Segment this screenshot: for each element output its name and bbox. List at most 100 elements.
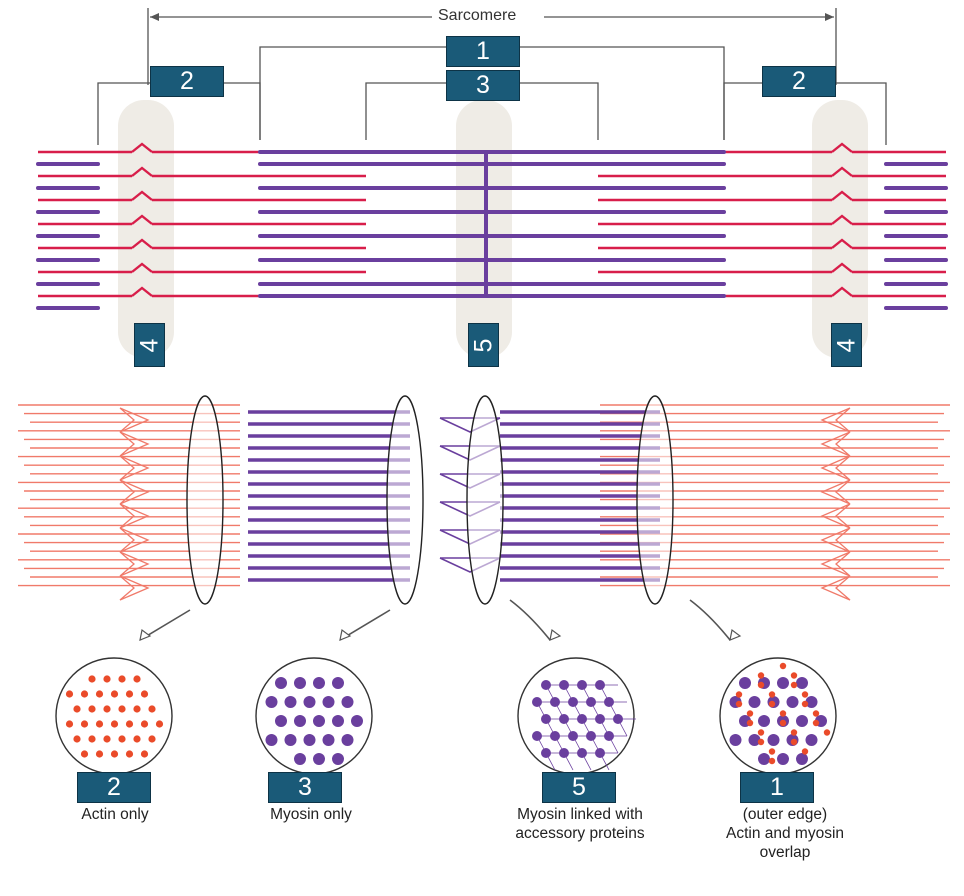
myosin-dot <box>796 753 808 765</box>
myosin-dot <box>604 731 614 741</box>
myosin-dot <box>541 748 551 758</box>
section-badge-myosin-only: 3 <box>268 772 342 803</box>
z-disc-zigzag <box>131 166 153 177</box>
actin-dot <box>140 720 149 728</box>
h-zone-bracket-left <box>365 82 446 140</box>
myosin-dot <box>748 734 761 746</box>
section-badge-actin-only: 2 <box>77 772 151 803</box>
z-disc-zigzag <box>831 214 853 225</box>
i-band-right-bracket-b <box>836 82 887 145</box>
cross-section-arrows <box>139 599 742 641</box>
z-lattice-right <box>820 479 851 505</box>
actin-dot <box>80 690 89 698</box>
myosin-dot <box>541 714 551 724</box>
myosin-dot <box>786 696 799 708</box>
actin-dot <box>110 720 119 728</box>
myosin-dot <box>586 697 596 707</box>
z-disc-zigzag <box>131 190 153 201</box>
actin-dot <box>735 691 743 698</box>
myosin-dot <box>796 715 808 727</box>
myosin-dot <box>294 753 306 765</box>
label-i-band-right: 2 <box>762 66 836 97</box>
z-disc-zigzag <box>131 262 153 273</box>
caption-line: Myosin linked with <box>517 806 643 823</box>
myosin-dot <box>322 696 335 708</box>
h-zone-bracket-right <box>520 82 599 140</box>
z-disc-zigzag <box>831 262 853 273</box>
z-lattice-left <box>119 431 150 457</box>
actin-dot <box>95 690 104 698</box>
z-lattice-right <box>820 527 851 553</box>
z-lattice-left <box>119 575 150 601</box>
cross-section-circles <box>55 657 837 775</box>
myosin-dot <box>351 715 363 727</box>
cut-plane <box>636 395 674 605</box>
section-arrowhead <box>339 628 352 641</box>
actin-dot <box>746 710 754 717</box>
cross-section-cut-planes <box>186 395 674 605</box>
myosin-dot <box>586 731 596 741</box>
myosin-dot <box>265 734 278 746</box>
z-lattice-right <box>820 551 851 577</box>
caption-line: accessory proteins <box>515 825 645 842</box>
actin-dot <box>73 705 81 713</box>
myosin-dot <box>265 696 278 708</box>
myosin-dot <box>559 748 569 758</box>
myosin-dot <box>604 697 614 707</box>
myosin-dot <box>294 677 306 689</box>
z-lattice-left <box>119 455 150 481</box>
myosin-dot <box>332 753 344 765</box>
actin-dot <box>88 735 96 743</box>
actin-dot <box>790 681 798 689</box>
label-i-band-left: 2 <box>150 66 224 97</box>
actin-dot <box>148 735 156 743</box>
myosin-dot <box>313 715 325 727</box>
actin-dot <box>790 729 798 736</box>
myosin-dot <box>559 680 569 690</box>
actin-dot <box>768 700 776 708</box>
section-arrow <box>509 599 551 641</box>
band-shade <box>812 100 868 358</box>
actin-dot <box>801 700 809 708</box>
label-a-band: 1 <box>446 36 520 67</box>
section-arrowhead <box>729 628 742 641</box>
myosin-dot <box>332 677 344 689</box>
section-badge-overlap: 1 <box>740 772 814 803</box>
z-lattice-left <box>119 527 150 553</box>
z-lattice-right <box>820 407 851 433</box>
actin-dot <box>103 735 111 743</box>
caption-myosin-only: Myosin only <box>236 805 386 824</box>
actin-dot <box>133 705 141 713</box>
label-z-disc-right-text: 4 <box>832 338 860 352</box>
myosin-dot <box>332 715 344 727</box>
actin-dot <box>140 750 149 758</box>
actin-dot <box>133 675 141 683</box>
z-disc-zigzag <box>831 190 853 201</box>
actin-dot <box>735 700 743 708</box>
myosin-dot <box>577 680 587 690</box>
actin-dot <box>155 720 164 728</box>
myosin-dot <box>284 696 297 708</box>
section-arrowhead <box>549 628 562 641</box>
actin-dot <box>746 719 754 727</box>
z-disc-zigzag <box>831 286 853 297</box>
actin-dot <box>779 719 787 727</box>
z-disc-shading <box>118 100 868 358</box>
actin-dot <box>801 691 809 698</box>
actin-dot <box>73 735 81 743</box>
myosin-dot <box>550 731 560 741</box>
myosin-dot <box>777 753 789 765</box>
actin-dot <box>95 720 104 728</box>
actin-dot <box>148 705 156 713</box>
label-m-line: 5 <box>468 323 499 367</box>
actin-dot <box>125 690 134 698</box>
myosin-dot <box>805 696 818 708</box>
myosin-dot <box>595 714 605 724</box>
myosin-dot <box>748 696 761 708</box>
myosin-dot <box>739 677 751 689</box>
myosin-dot <box>313 753 325 765</box>
myosin-dot <box>341 734 354 746</box>
arrowhead-right <box>825 13 834 21</box>
caption-myosin-linked: Myosin linked with accessory proteins <box>490 805 670 843</box>
myosin-dot <box>758 715 770 727</box>
